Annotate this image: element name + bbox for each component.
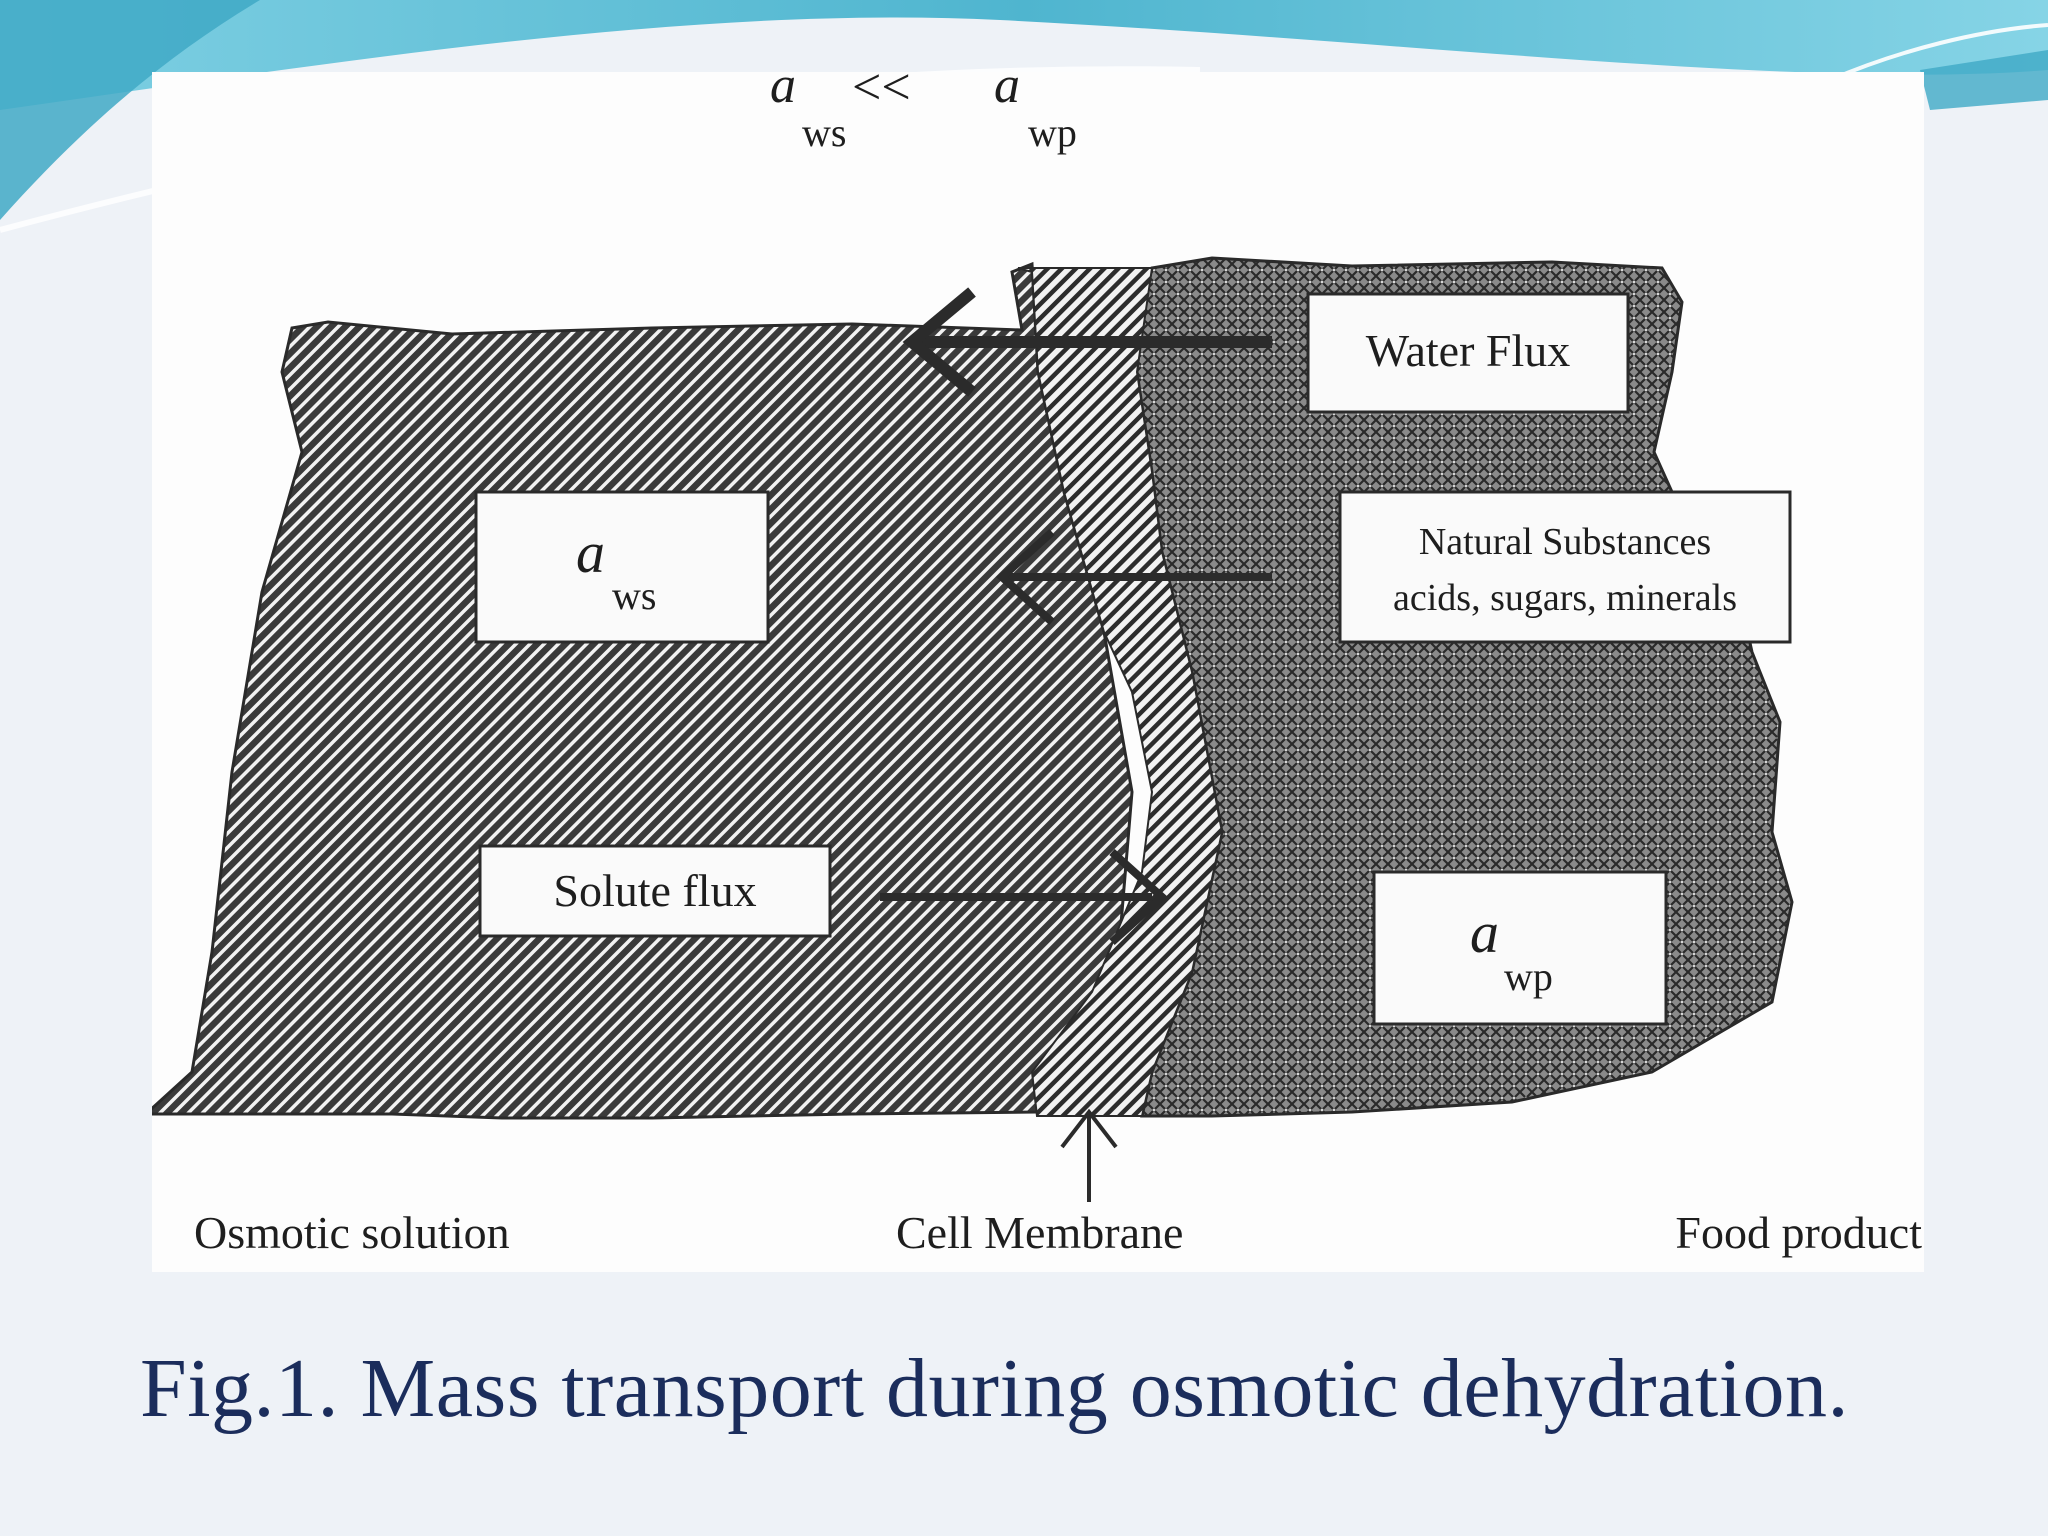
solute-flux-arrow — [880, 849, 1168, 945]
teal-swoosh-left — [0, 0, 260, 220]
a-wp-box: a wp — [1372, 870, 1668, 1026]
a-wp-symbol-top: a — [994, 72, 1020, 114]
water-flux-arrow — [902, 287, 1272, 397]
cell-membrane-region — [1017, 267, 1224, 1117]
a-ws-subscript: ws — [612, 573, 656, 618]
a-wp-subscript-top: wp — [1028, 110, 1077, 155]
a-ws-box: a ws — [474, 490, 770, 644]
osmotic-solution-region — [152, 261, 1134, 1120]
much-less-than-operator: << — [852, 72, 911, 116]
osmotic-solution-label: Osmotic solution — [194, 1207, 510, 1258]
natural-substances-arrow — [996, 529, 1272, 625]
a-ws-symbol: a — [576, 520, 605, 585]
a-ws-subscript-top: ws — [802, 110, 846, 155]
natural-substances-label: Natural Substances — [1419, 521, 1711, 563]
a-wp-subscript: wp — [1504, 954, 1553, 999]
cell-membrane-pointer-arrow — [1060, 1108, 1118, 1202]
white-swoosh-line-right — [1829, 23, 2048, 82]
a-wp-symbol: a — [1470, 900, 1499, 965]
teal-swoosh-top — [0, 0, 2048, 110]
figure-panel: a ws << a wp — [152, 72, 1924, 1272]
food-product-label: Food product — [1675, 1207, 1922, 1258]
teal-accent-right — [1920, 50, 2048, 110]
a-ws-symbol-top: a — [770, 72, 796, 114]
solute-flux-box: Solute flux — [478, 844, 832, 938]
figure-caption: Fig.1. Mass transport during osmotic deh… — [140, 1342, 1850, 1435]
cell-membrane-label: Cell Membrane — [896, 1207, 1183, 1258]
water-activity-relation: a ws << a wp — [770, 72, 1077, 155]
natural-substances-examples-label: acids, sugars, minerals — [1393, 577, 1737, 619]
natural-substances-box: Natural Substances acids, sugars, minera… — [1338, 490, 1792, 644]
water-flux-label: Water Flux — [1366, 325, 1571, 376]
osmotic-dehydration-diagram: a ws << a wp — [152, 72, 1922, 1258]
solute-flux-label: Solute flux — [553, 865, 756, 916]
water-flux-box: Water Flux — [1306, 292, 1630, 414]
